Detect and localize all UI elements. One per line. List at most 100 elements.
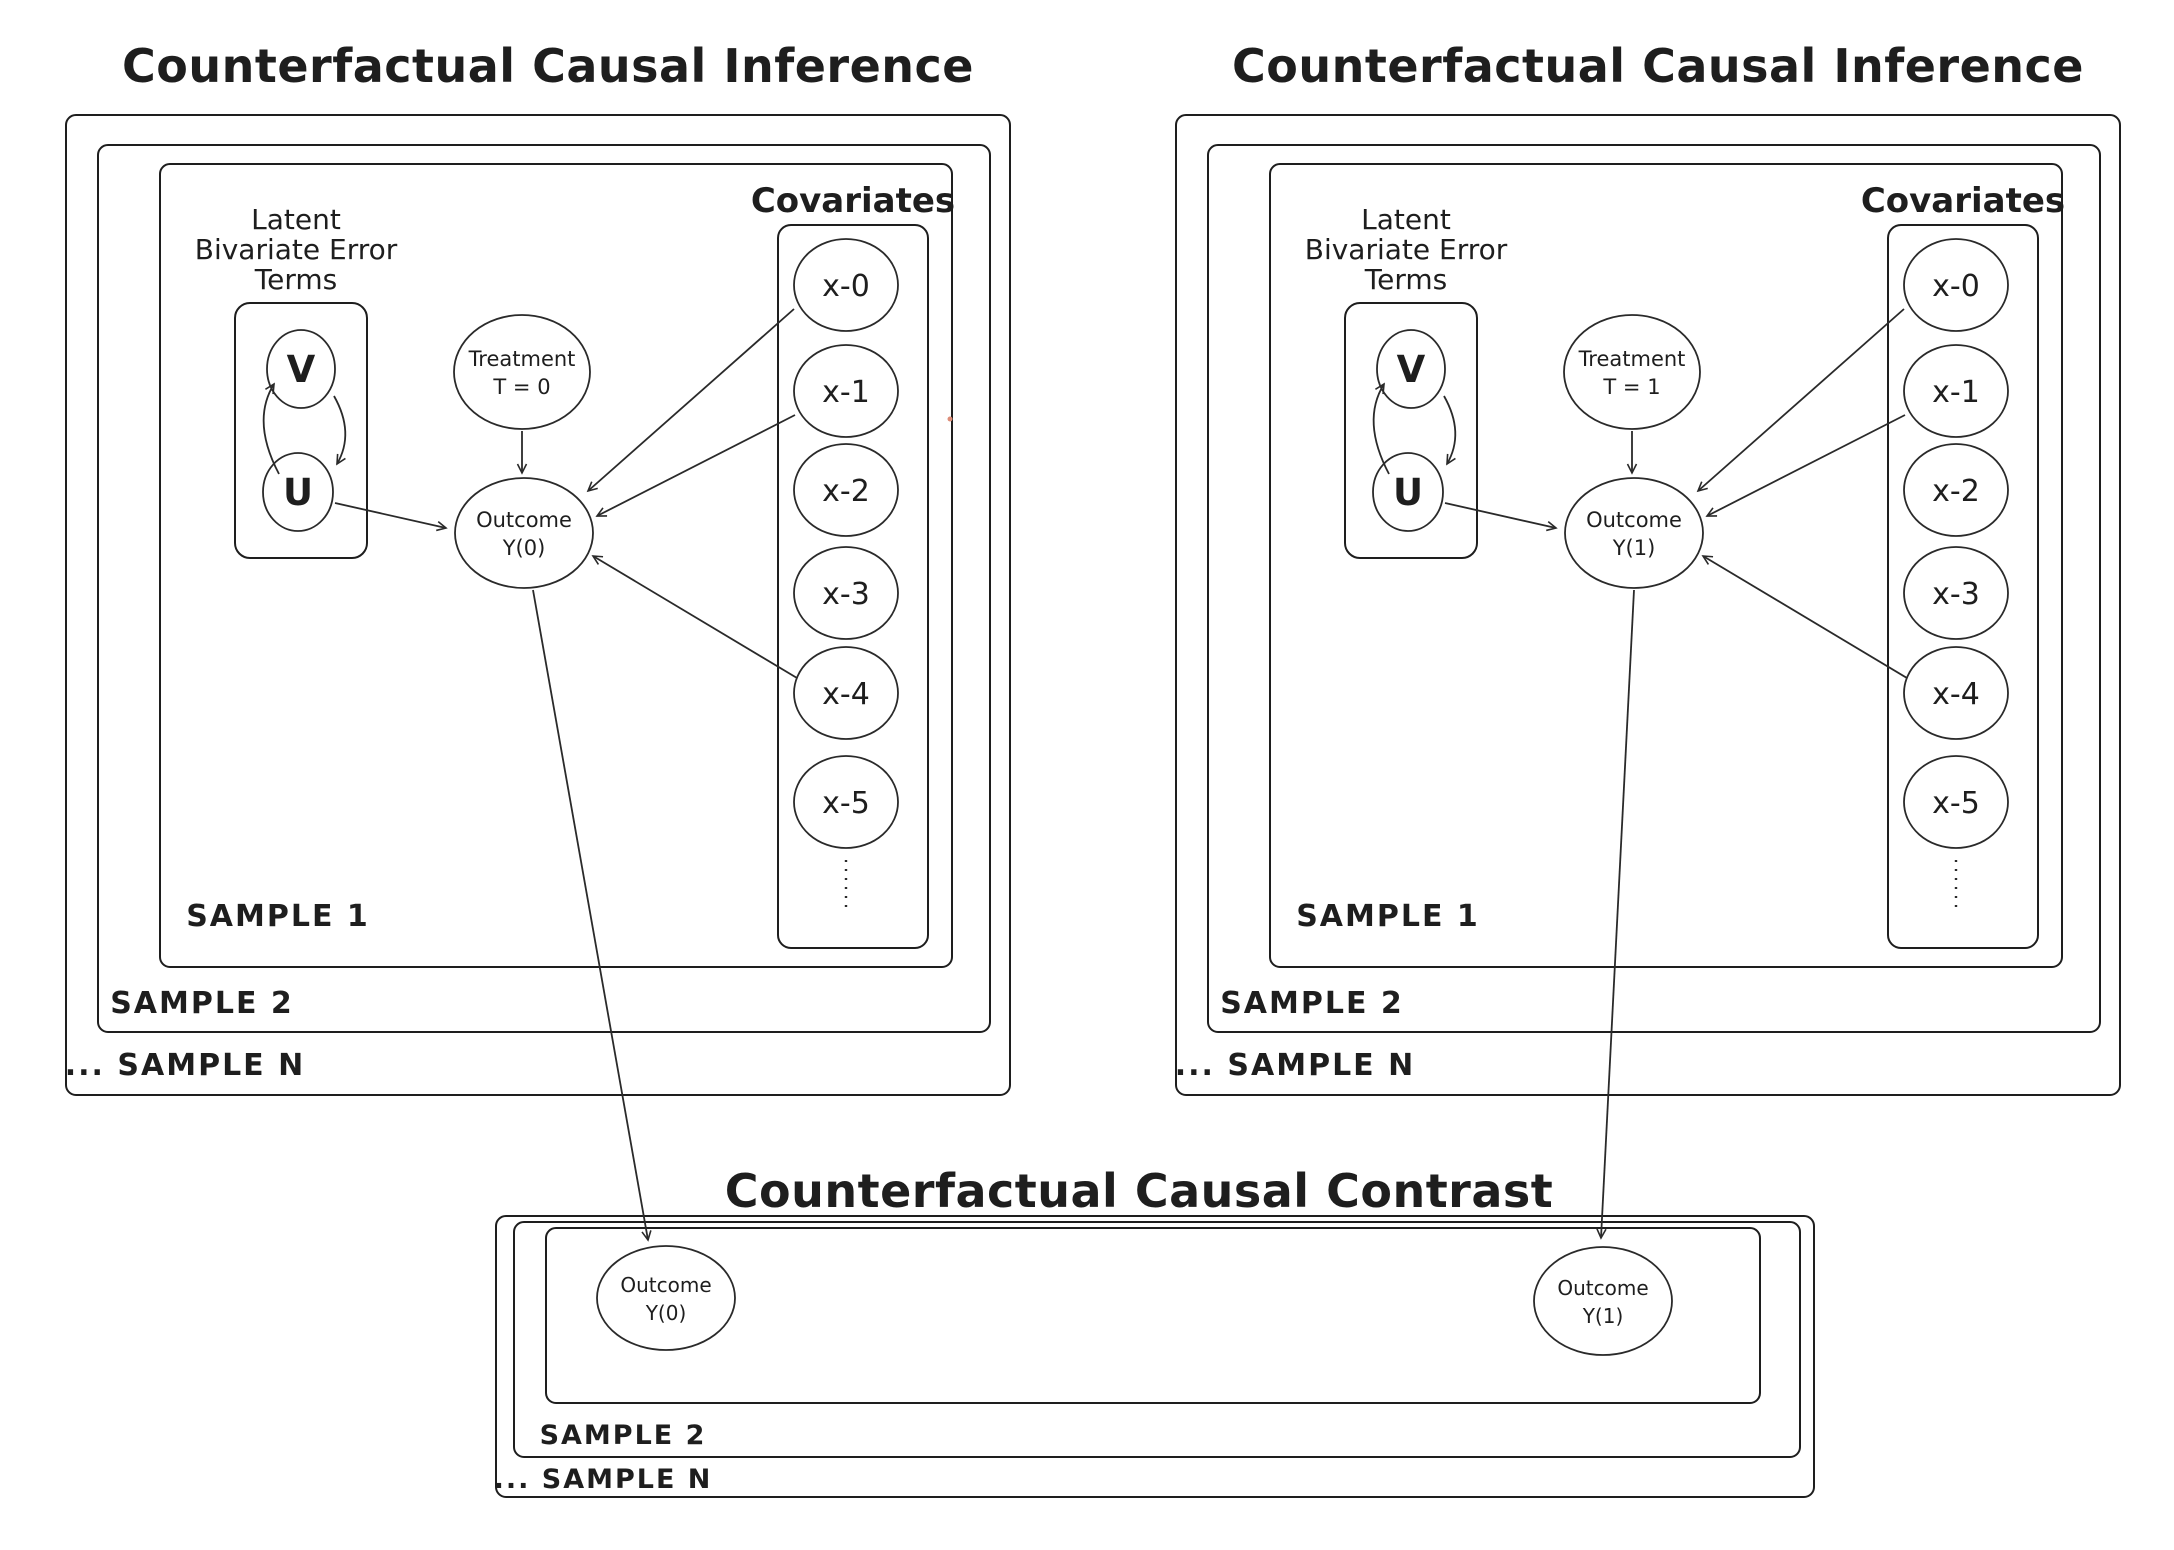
covariates-title: Covariates bbox=[751, 181, 955, 221]
arrow-x1-to-outcome bbox=[1705, 414, 1906, 517]
covariate-node-x5 bbox=[1903, 755, 2009, 849]
covariate-label-x0: x-0 bbox=[822, 269, 870, 304]
contrast-outcome-control-line1: Outcome bbox=[620, 1273, 711, 1297]
contrast-outcome-control-node bbox=[596, 1245, 736, 1351]
error-node-u bbox=[1372, 452, 1444, 532]
covariate-label-x2: x-2 bbox=[1932, 474, 1980, 509]
latent-error-caption-line1: Latent bbox=[251, 203, 341, 236]
contrast-outcome-treated-node bbox=[1533, 1246, 1673, 1356]
covariate-node-x3 bbox=[1903, 546, 2009, 640]
contrast-sample-n-label: ... SAMPLE N bbox=[494, 1464, 713, 1495]
sample-2-box bbox=[97, 144, 991, 1033]
contrast-outcome-treated-line2: Y(1) bbox=[1582, 1304, 1624, 1328]
covariate-label-x1: x-1 bbox=[1932, 375, 1980, 410]
arrow-x0-to-outcome bbox=[586, 308, 795, 493]
latent-error-caption-line3: Terms bbox=[1364, 263, 1447, 296]
sample-n-label: ... SAMPLE N bbox=[65, 1048, 305, 1083]
arrow-u-to-outcome bbox=[334, 502, 448, 532]
sample-1-box bbox=[159, 163, 953, 968]
panel-counterfactual-control: Counterfactual Causal Inference SAMPLE 1… bbox=[65, 39, 1011, 1096]
treatment-node-line1: Treatment bbox=[1578, 347, 1686, 371]
covariate-node-x1 bbox=[793, 344, 899, 438]
error-node-u bbox=[262, 452, 334, 532]
sample-1-label: SAMPLE 1 bbox=[186, 899, 370, 934]
sample-n-box bbox=[65, 114, 1011, 1096]
contrast-sample-n-box bbox=[495, 1215, 1815, 1498]
covariates-box bbox=[777, 224, 929, 949]
latent-error-caption-line2: Bivariate Error bbox=[1305, 233, 1508, 266]
sample-1-label: SAMPLE 1 bbox=[1296, 899, 1480, 934]
contrast-title: Counterfactual Causal Contrast bbox=[725, 1164, 1554, 1218]
covariate-label-x0: x-0 bbox=[1932, 269, 1980, 304]
arrow-outcome-y0-to-contrast bbox=[532, 589, 652, 1242]
treatment-node-line2: T = 1 bbox=[1602, 375, 1660, 399]
treatment-node bbox=[1563, 314, 1701, 430]
contrast-sample-2-label: SAMPLE 2 bbox=[540, 1420, 707, 1451]
covariate-node-x4 bbox=[793, 646, 899, 740]
latent-error-caption-line2: Bivariate Error bbox=[195, 233, 398, 266]
covariate-label-x4: x-4 bbox=[822, 677, 870, 712]
panel-counterfactual-contrast: Counterfactual Causal Contrast Outcome Y… bbox=[494, 1164, 1815, 1498]
error-node-u-label: U bbox=[283, 471, 313, 514]
covariate-label-x5: x-5 bbox=[1932, 786, 1980, 821]
covariates-title: Covariates bbox=[1861, 181, 2065, 221]
covariate-label-x5: x-5 bbox=[822, 786, 870, 821]
covariate-label-x3: x-3 bbox=[822, 577, 870, 612]
arrow-x4-to-outcome bbox=[1701, 555, 1908, 679]
latent-error-caption-line1: Latent bbox=[1361, 203, 1451, 236]
error-terms-box bbox=[234, 302, 368, 559]
treatment-node-line1: Treatment bbox=[468, 347, 576, 371]
outcome-node-line2: Y(0) bbox=[502, 536, 546, 560]
arrow-v-to-u bbox=[1443, 395, 1457, 466]
outcome-node-line1: Outcome bbox=[476, 508, 572, 532]
sample-n-label: ... SAMPLE N bbox=[1175, 1048, 1415, 1083]
covariate-node-x0 bbox=[1903, 238, 2009, 332]
sample-2-box bbox=[1207, 144, 2101, 1033]
outcome-node-line1: Outcome bbox=[1586, 508, 1682, 532]
arrow-x0-to-outcome bbox=[1696, 308, 1905, 493]
covariate-label-x4: x-4 bbox=[1932, 677, 1980, 712]
sample-2-label: SAMPLE 2 bbox=[110, 986, 294, 1021]
arrow-v-to-u bbox=[333, 395, 347, 466]
contrast-outcome-control-line2: Y(0) bbox=[645, 1301, 687, 1325]
sample-2-label: SAMPLE 2 bbox=[1220, 986, 1404, 1021]
error-node-v-label: V bbox=[287, 348, 316, 391]
treatment-node-line2: T = 0 bbox=[492, 375, 550, 399]
error-node-v-label: V bbox=[1397, 348, 1426, 391]
error-node-u-label: U bbox=[1393, 471, 1423, 514]
covariate-label-x1: x-1 bbox=[822, 375, 870, 410]
covariates-box bbox=[1887, 224, 2039, 949]
arrow-x1-to-outcome bbox=[595, 414, 796, 517]
covariate-node-x2 bbox=[1903, 443, 2009, 537]
arrow-u-to-v bbox=[1372, 382, 1390, 475]
arrow-u-to-outcome bbox=[1444, 502, 1558, 532]
contrast-sample-1-box bbox=[545, 1227, 1761, 1404]
covariate-node-x1 bbox=[1903, 344, 2009, 438]
stray-dot bbox=[947, 416, 953, 422]
outcome-node-line2: Y(1) bbox=[1612, 536, 1656, 560]
panel-title: Counterfactual Causal Inference bbox=[122, 39, 974, 93]
covariate-node-x3 bbox=[793, 546, 899, 640]
latent-error-caption-line3: Terms bbox=[254, 263, 337, 296]
covariate-label-x3: x-3 bbox=[1932, 577, 1980, 612]
arrow-x4-to-outcome bbox=[591, 555, 798, 679]
outcome-node bbox=[1564, 477, 1704, 589]
error-node-v bbox=[1376, 329, 1446, 409]
covariate-node-x2 bbox=[793, 443, 899, 537]
error-terms-box bbox=[1344, 302, 1478, 559]
outcome-node bbox=[454, 477, 594, 589]
error-node-v bbox=[266, 329, 336, 409]
covariate-node-x5 bbox=[793, 755, 899, 849]
covariate-node-x0 bbox=[793, 238, 899, 332]
treatment-node bbox=[453, 314, 591, 430]
sample-n-box bbox=[1175, 114, 2121, 1096]
covariate-label-x2: x-2 bbox=[822, 474, 870, 509]
arrow-outcome-y1-to-contrast bbox=[1596, 589, 1635, 1240]
contrast-outcome-treated-line1: Outcome bbox=[1557, 1276, 1648, 1300]
contrast-sample-2-box bbox=[513, 1221, 1801, 1458]
arrow-u-to-v bbox=[262, 382, 280, 475]
panel-counterfactual-treated: Counterfactual Causal Inference SAMPLE 1… bbox=[1175, 39, 2121, 1096]
sample-1-box bbox=[1269, 163, 2063, 968]
covariate-node-x4 bbox=[1903, 646, 2009, 740]
